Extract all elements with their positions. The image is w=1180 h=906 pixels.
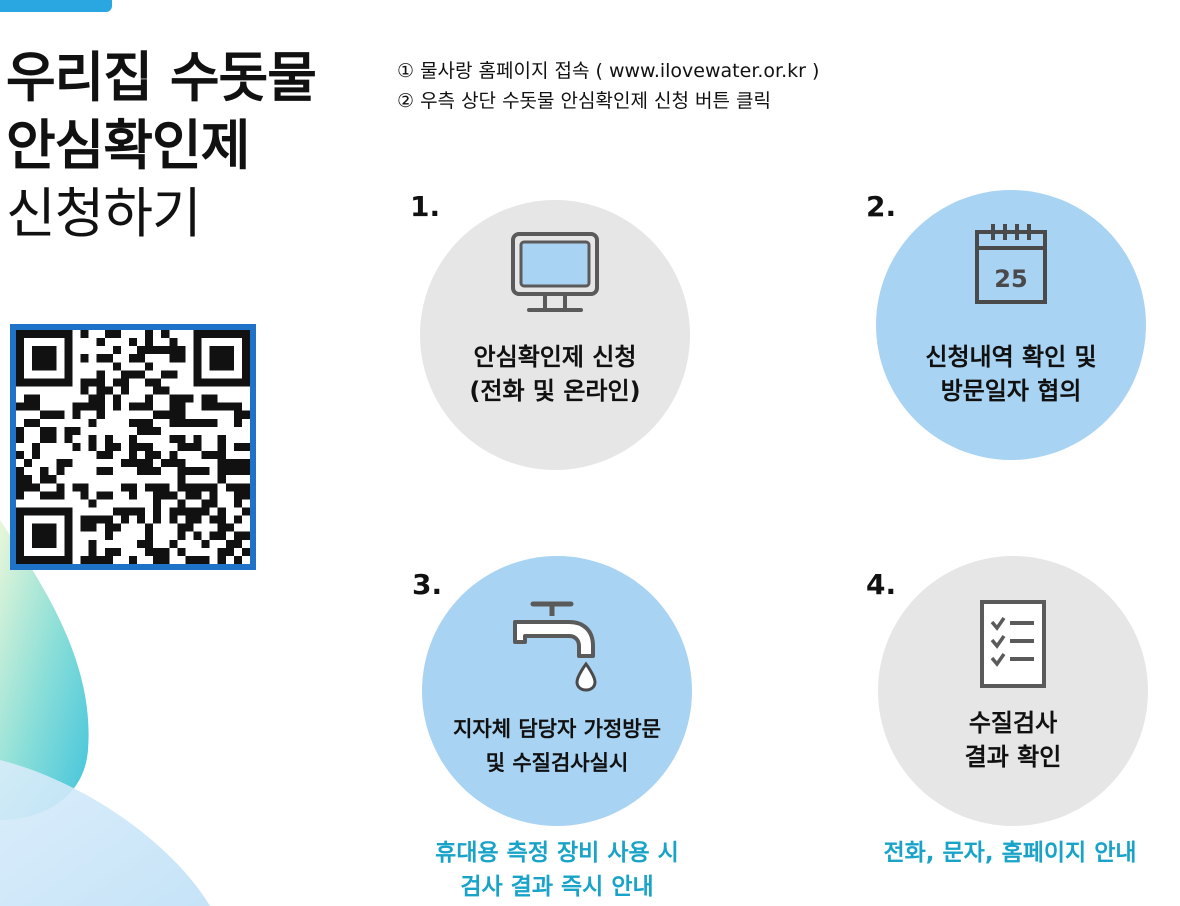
- calendar-icon: 25: [975, 224, 1047, 304]
- monitor-icon: [511, 232, 599, 312]
- step-4-note: 전화, 문자, 홈페이지 안내: [883, 840, 1137, 866]
- intro-step-1: ① 물사랑 홈페이지 접속 ( www.ilovewater.or.kr ): [397, 60, 820, 82]
- step-3-circle: 지자체 담당자 가정방문 및 수질검사실시: [422, 556, 692, 826]
- water-drop-decoration: [0, 520, 210, 906]
- step-3-label-1: 지자체 담당자 가정방문: [453, 717, 661, 741]
- step-4-number: 4.: [866, 568, 897, 601]
- step-1-number: 1.: [410, 190, 441, 223]
- calendar-day: 25: [994, 265, 1027, 293]
- page-title: 우리집 수돗물 안심확인제 신청하기: [6, 44, 317, 248]
- steps-intro: ① 물사랑 홈페이지 접속 ( www.ilovewater.or.kr ) ②…: [397, 56, 819, 116]
- step-3-label-2: 및 수질검사실시: [485, 751, 629, 775]
- step-2-number: 2.: [866, 190, 897, 223]
- step-4-label-2: 결과 확인: [964, 743, 1062, 771]
- qr-code[interactable]: [10, 324, 256, 570]
- faucet-icon: [513, 601, 597, 692]
- step-2-label-2: 방문일자 협의: [940, 377, 1082, 405]
- step-3-note: 휴대용 측정 장비 사용 시 검사 결과 즉시 안내: [392, 836, 722, 904]
- qr-code-icon: [16, 330, 250, 564]
- step-3-note-line-1: 휴대용 측정 장비 사용 시: [435, 840, 679, 866]
- step-4-circle: 수질검사 결과 확인: [878, 556, 1148, 826]
- checklist-icon: [980, 600, 1046, 688]
- title-line-1: 우리집 수돗물: [6, 46, 317, 109]
- title-line-2: 안심확인제: [6, 114, 250, 177]
- step-1-circle: 안심확인제 신청 (전화 및 온라인): [420, 200, 690, 470]
- step-1-label-1: 안심확인제 신청: [473, 343, 637, 371]
- top-accent-bar: [0, 0, 112, 12]
- intro-step-2: ② 우측 상단 수돗물 안심확인제 신청 버튼 클릭: [397, 90, 771, 112]
- step-1-label-2: (전화 및 온라인): [469, 377, 641, 405]
- step-2-circle: 25 신청내역 확인 및 방문일자 협의: [876, 190, 1146, 460]
- step-4-label-1: 수질검사: [968, 709, 1058, 737]
- step-3-number: 3.: [412, 568, 443, 601]
- step-3-note-line-2: 검사 결과 즉시 안내: [460, 874, 654, 900]
- title-line-3: 신청하기: [6, 182, 202, 245]
- step-2-label-1: 신청내역 확인 및: [925, 343, 1097, 371]
